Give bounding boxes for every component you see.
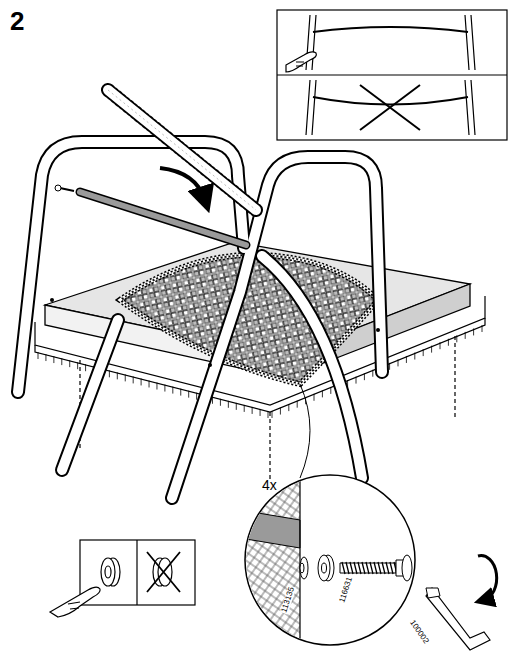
hand-icon <box>286 52 316 72</box>
front-tube <box>55 185 246 245</box>
quantity-label: 4x <box>262 478 277 492</box>
chair-frame <box>18 142 382 498</box>
dotted-tube <box>108 90 256 210</box>
inset-correct-incorrect <box>277 10 507 140</box>
detail-callout <box>240 384 415 650</box>
part-number: 100002 <box>407 618 430 646</box>
step-number: 2 <box>10 8 24 34</box>
inset-washer <box>50 540 195 617</box>
allen-key <box>426 556 497 650</box>
